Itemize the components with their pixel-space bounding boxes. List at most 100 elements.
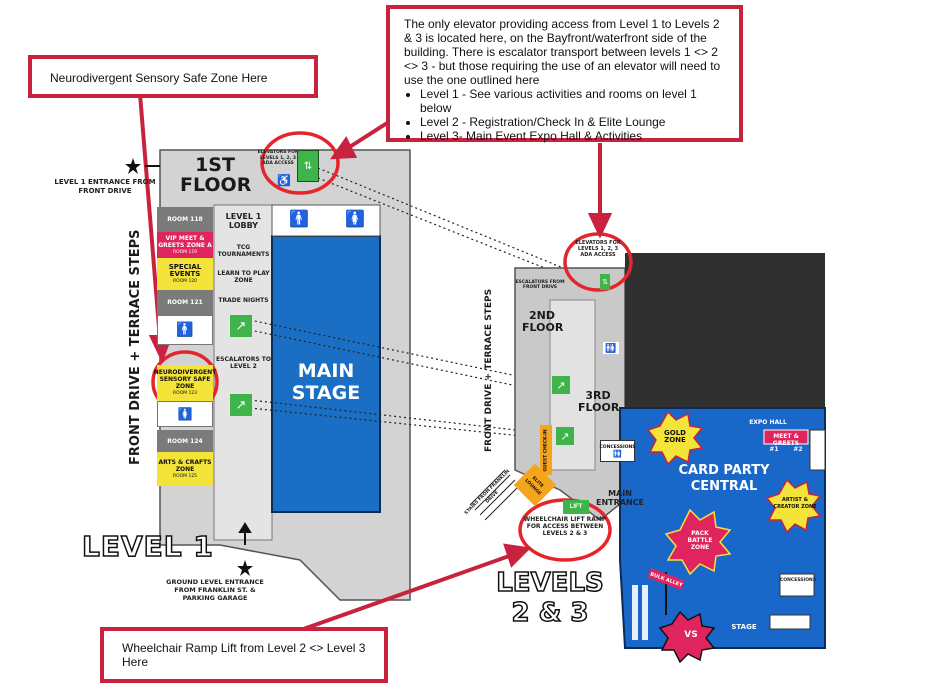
entrance-arrows [145, 165, 252, 545]
vs-label: VS [684, 630, 698, 640]
room-arts-label: ARTS & CRAFTS ZONE [158, 458, 212, 473]
level23-elevator-label: ELEVATORS FOR LEVELS 1, 2, 3 ADA ACCESS [575, 240, 621, 258]
entrance-stars [125, 158, 253, 576]
lift-box: LIFT [563, 500, 589, 514]
main-stage-line2: STAGE [291, 382, 361, 404]
vs-burst [658, 610, 716, 664]
restroom-icon-level2: 🚻 [603, 342, 619, 354]
amp-word: & [793, 433, 799, 440]
main-entrance-line1: MAIN [608, 489, 632, 498]
room-arts-sub: ROOM 125 [172, 473, 198, 479]
level1-lobby-area [213, 204, 273, 541]
card-party-label: CARD PARTY CENTRAL [660, 463, 788, 495]
lobby-tcg: TCG TOURNAMENTS [217, 244, 270, 258]
floor-label-line2: FLOOR [180, 174, 252, 196]
bulk-alley-sign [647, 568, 685, 590]
room-special-events: SPECIAL EVENTS ROOM 120 [157, 258, 213, 290]
zone-line: ZONE [690, 544, 710, 551]
escalator-icon-2: ↗ [230, 394, 252, 416]
callout-bullet-1: Level 1 - See various activities and roo… [420, 87, 725, 115]
levels-title-line1: LEVELS [495, 567, 604, 599]
restroom-block-rooms-2: 🚺 [157, 401, 213, 427]
floor2-line2: FLOOR [522, 321, 564, 334]
concessions-1: CONCESSIONS 🚻 [599, 440, 636, 462]
floor-label-line1: 1ST [195, 154, 235, 176]
artist-zone-label: ARTIST & CREATOR ZONE [773, 497, 817, 510]
lobby-escalators: ESCALATORS TO LEVEL 2 [216, 356, 271, 370]
callout-elevator-list: Level 1 - See various activities and roo… [404, 87, 725, 143]
room-118: ROOM 118 [157, 207, 213, 232]
gold-zone-label: GOLD ZONE [652, 430, 698, 444]
room-118-label: ROOM 118 [167, 216, 203, 223]
meet-greets-box [763, 429, 809, 445]
meet-num-1: #1 [769, 446, 779, 453]
floor3-line1: 3RD [585, 389, 611, 402]
lift-label: LIFT [569, 504, 583, 510]
levels-title-line2: 2 & 3 [511, 597, 589, 629]
meet-greets-label: MEET & GREETS [764, 433, 808, 447]
restrooms-bottom [769, 614, 811, 630]
gold-zone-line1: GOLD [664, 429, 686, 437]
lobby-line1: LEVEL 1 [225, 212, 262, 221]
level23-escalators-label: ESCALATORS FROM FRONT DRIVE [515, 280, 565, 290]
restroom-block-level1 [271, 204, 381, 237]
star-icon-ground [237, 560, 253, 576]
room-sensory-label: NEURODIVERGENT SENSORY SAFE ZONE [153, 369, 217, 390]
level1-elevator-label: ELEVATORS FOR LEVELS 1, 2, 3 ADA ACCESS [257, 150, 299, 166]
room-special-label: SPECIAL EVENTS [168, 262, 202, 278]
dark-block [625, 253, 825, 413]
callout-sensory-text: Neurodivergent Sensory Safe Zone Here [50, 71, 268, 85]
restroom-icon-rooms-2: 🚺 [177, 406, 193, 421]
main-stage-line1: MAIN [297, 360, 355, 382]
floor3-label: 3RD FLOOR [578, 389, 620, 414]
callout-ramp: Wheelchair Ramp Lift from Level 2 <> Lev… [100, 627, 388, 683]
meet-word: MEET [773, 433, 792, 440]
level1-title: LEVEL 1 [81, 529, 214, 564]
dotted-connectors [249, 167, 606, 441]
callout-elevator-text: The only elevator providing access from … [404, 17, 721, 87]
accessible-icon-level1: ♿ [277, 174, 291, 187]
room-121-label: ROOM 121 [167, 299, 203, 306]
level1-entrance-label: LEVEL 1 ENTRANCE FROM FRONT DRIVE [54, 178, 156, 195]
callout-bullet-2: Level 2 - Registration/Check In & Elite … [420, 115, 725, 129]
room-vip: VIP MEET & GREETS ZONE A ROOM 119 [157, 232, 213, 258]
right-wall-block [809, 429, 826, 471]
pack-battle-label: PACK BATTLE ZONE [675, 530, 725, 551]
guest-checkin: GUEST CHECK-IN [540, 425, 552, 475]
ground-entrance-label: GROUND LEVEL ENTRANCE FROM FRANKLIN ST. … [166, 578, 264, 602]
elevator-icon-level1: ⇅ [297, 150, 319, 182]
card-party-line1: CARD PARTY [678, 463, 770, 478]
concessions-2-label: CONCESSIONS [780, 578, 817, 583]
restroom-icon-rooms: 🚹 [176, 321, 194, 338]
room-special-sub: ROOM 120 [172, 278, 198, 284]
circle-elevator-level1 [260, 131, 340, 195]
lobby-trade: TRADE NIGHTS [218, 297, 269, 304]
floor2-label: 2ND FLOOR [522, 309, 564, 334]
room-121: ROOM 121 [157, 290, 213, 315]
concessions-1-label: CONCESSIONS [599, 445, 636, 450]
expo-hall-label: EXPO HALL [749, 419, 787, 426]
level1-lobby-title: LEVEL 1 LOBBY [216, 212, 271, 230]
floor2-line1: 2ND [529, 309, 555, 322]
escalator-icon-3: ↗ [552, 376, 570, 394]
artist-zone-burst [765, 478, 822, 534]
restroom-female-icon: 🚺 [345, 211, 365, 228]
lobby-learn: LEARN TO PLAY ZONE [217, 270, 270, 284]
restroom-icon-concessions-1: 🚻 [613, 450, 622, 458]
room-124: ROOM 124 [157, 430, 213, 452]
lobby-line2: LOBBY [228, 221, 259, 230]
room-sensory: NEURODIVERGENT SENSORY SAFE ZONE ROOM 12… [153, 365, 217, 401]
stairs-level23 [469, 469, 521, 521]
pack-battle-burst [664, 508, 732, 576]
room-vip-sub: ROOM 119 [172, 249, 198, 255]
room-124-label: ROOM 124 [167, 437, 203, 445]
ramp-label: WHEELCHAIR LIFT RAMP FOR ACCESS BETWEEN … [523, 516, 607, 537]
floor3-line2: FLOOR [578, 401, 620, 414]
expo-stripes [632, 585, 648, 640]
battle-line: BATTLE [687, 537, 713, 544]
meet-num-2: #2 [793, 446, 803, 453]
callout-ramp-text: Wheelchair Ramp Lift from Level 2 <> Lev… [122, 641, 366, 669]
level1-floor-label: 1ST FLOOR [180, 154, 252, 196]
stage-label: STAGE [731, 623, 757, 631]
greets-word: GREETS [772, 440, 800, 447]
